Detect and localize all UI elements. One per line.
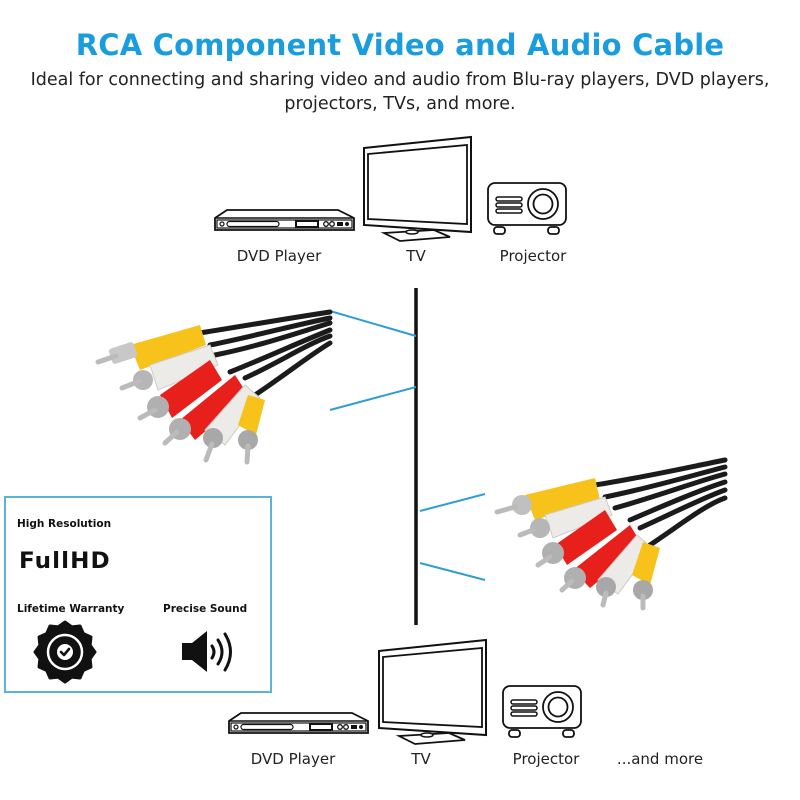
- device-label-tv: TV: [406, 247, 426, 265]
- device-label-dvd-player: DVD Player: [250, 750, 336, 768]
- page-subtitle: Ideal for connecting and sharing video a…: [30, 70, 770, 114]
- rca-plug-white: [203, 384, 261, 463]
- speaker-icon: [182, 631, 232, 672]
- rca-plug-red: [535, 510, 617, 568]
- rca-plug-yellow: [95, 325, 206, 370]
- device-label-and-more: ...and more: [616, 750, 704, 768]
- rca-plug-yellow: [238, 395, 265, 465]
- feature-label-lifetime-warranty: Lifetime Warranty: [17, 603, 125, 615]
- fullhd-logo: FullHD: [19, 549, 111, 574]
- dvd-player-icon: [214, 209, 355, 231]
- device-label-projector: Projector: [499, 247, 567, 265]
- callout-line: [329, 386, 417, 411]
- rca-plug-white: [517, 496, 613, 539]
- callout-line: [329, 310, 417, 337]
- device-label-projector: Projector: [512, 750, 580, 768]
- tv-icon: [378, 638, 487, 745]
- callout-line: [419, 493, 486, 512]
- projector-icon: [502, 685, 582, 738]
- rca-cable-right: [494, 457, 728, 611]
- rca-cable-left: [95, 309, 333, 465]
- projector-icon: [487, 182, 567, 235]
- rca-plug-yellow: [494, 478, 600, 520]
- rca-plug-white: [119, 344, 219, 391]
- device-label-tv: TV: [411, 750, 431, 768]
- feature-label-precise-sound: Precise Sound: [163, 603, 248, 615]
- tv-icon: [363, 135, 472, 242]
- rca-plug-yellow: [632, 542, 660, 611]
- dvd-player-icon: [228, 712, 369, 734]
- rca-plug-red: [162, 375, 248, 446]
- rca-plug-red: [137, 360, 222, 421]
- rca-plug-red: [559, 525, 642, 593]
- page-title: RCA Component Video and Audio Cable: [75, 28, 725, 62]
- features-box: [4, 496, 272, 693]
- device-label-dvd-player: DVD Player: [236, 247, 322, 265]
- warranty-badge-icon: [33, 620, 97, 684]
- feature-label-high-resolution: High Resolution: [17, 518, 112, 530]
- callout-line: [419, 562, 486, 581]
